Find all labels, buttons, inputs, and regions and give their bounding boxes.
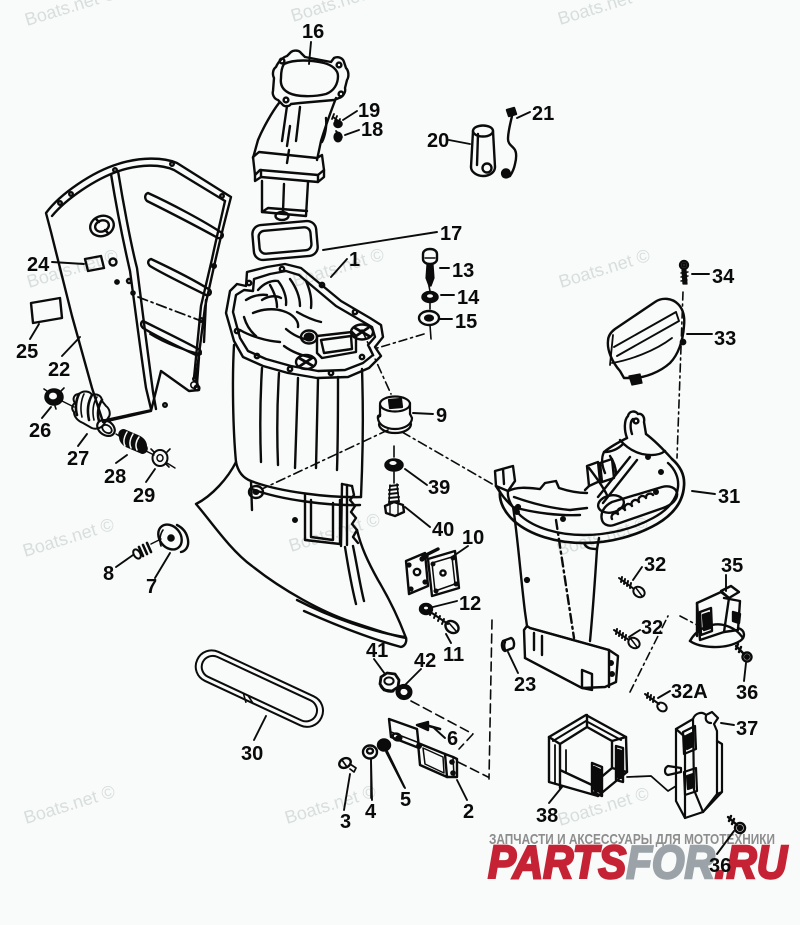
svg-text:28: 28: [104, 466, 126, 488]
svg-text:19: 19: [358, 100, 380, 122]
svg-text:3: 3: [340, 811, 351, 833]
svg-text:32A: 32A: [671, 681, 708, 703]
svg-text:40: 40: [432, 519, 454, 541]
svg-text:25: 25: [16, 341, 38, 363]
svg-text:5: 5: [400, 789, 411, 811]
svg-text:36: 36: [736, 682, 758, 704]
svg-text:29: 29: [133, 485, 155, 507]
svg-text:20: 20: [427, 130, 449, 152]
svg-text:2: 2: [463, 801, 474, 823]
svg-text:31: 31: [718, 486, 740, 508]
svg-text:12: 12: [459, 593, 481, 615]
svg-text:32: 32: [644, 554, 666, 576]
svg-text:34: 34: [712, 266, 735, 288]
svg-text:9: 9: [436, 405, 447, 427]
svg-text:ЗАПЧАСТИ И АКСЕССУАРЫ ДЛЯ МОТО: ЗАПЧАСТИ И АКСЕССУАРЫ ДЛЯ МОТОТЕХНИКИ: [489, 831, 775, 848]
svg-text:7: 7: [146, 576, 157, 598]
svg-text:26: 26: [29, 420, 51, 442]
svg-text:35: 35: [721, 555, 743, 577]
svg-text:13: 13: [452, 260, 474, 282]
svg-text:38: 38: [536, 805, 558, 827]
svg-text:27: 27: [67, 448, 89, 470]
svg-text:36: 36: [709, 855, 731, 877]
svg-text:16: 16: [302, 21, 324, 43]
svg-text:30: 30: [241, 743, 263, 765]
svg-text:22: 22: [48, 359, 70, 381]
svg-text:39: 39: [428, 477, 450, 499]
svg-text:10: 10: [462, 527, 484, 549]
svg-text:42: 42: [414, 650, 436, 672]
svg-text:11: 11: [443, 644, 464, 666]
svg-text:18: 18: [361, 119, 383, 141]
svg-text:37: 37: [736, 718, 758, 740]
svg-text:8: 8: [103, 563, 114, 585]
svg-text:33: 33: [714, 328, 736, 350]
svg-text:PARTSFOR.RU: PARTSFOR.RU: [488, 836, 789, 888]
svg-text:1: 1: [349, 249, 360, 271]
svg-text:41: 41: [366, 640, 388, 662]
svg-text:4: 4: [365, 801, 377, 823]
svg-text:6: 6: [447, 728, 458, 750]
svg-text:24: 24: [27, 254, 50, 276]
svg-text:15: 15: [455, 311, 477, 333]
svg-text:14: 14: [457, 287, 480, 309]
svg-text:32: 32: [641, 617, 663, 639]
svg-text:21: 21: [532, 103, 554, 125]
svg-text:17: 17: [440, 223, 462, 245]
svg-text:23: 23: [514, 674, 536, 696]
